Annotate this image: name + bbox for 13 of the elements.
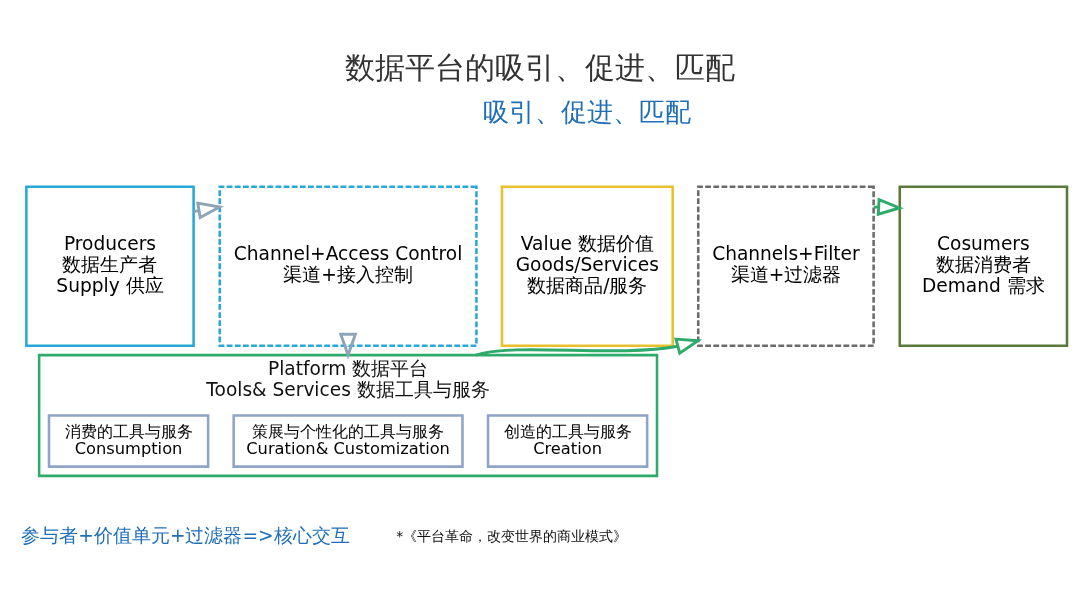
node-box: Value 数据价值 Goods/Services 数据商品/服务 [500, 185, 674, 348]
node-box: Cosumers 数据消费者 Demand 需求 [898, 185, 1069, 348]
label: *《平台革命，改变世界的商业模式》 [396, 528, 628, 545]
label: 吸引、促进、匹配 [483, 97, 692, 128]
node-box: 策展与个性化的工具与服务 Curation& Customization [232, 414, 464, 468]
arrow [338, 332, 358, 360]
arrow [475, 337, 703, 357]
node-box: 创造的工具与服务 Creation [486, 414, 649, 468]
node-box: 消费的工具与服务 Consumption [47, 414, 210, 468]
node-box: Producers 数据生产者 Supply 供应 [25, 185, 195, 348]
node-box: Channels+Filter 渠道+过滤器 [696, 185, 875, 348]
diagram-title: 数据平台的吸引、促进、匹配 [345, 50, 735, 86]
label: 参与者+价值单元+过滤器=>核心交互 [21, 524, 350, 546]
